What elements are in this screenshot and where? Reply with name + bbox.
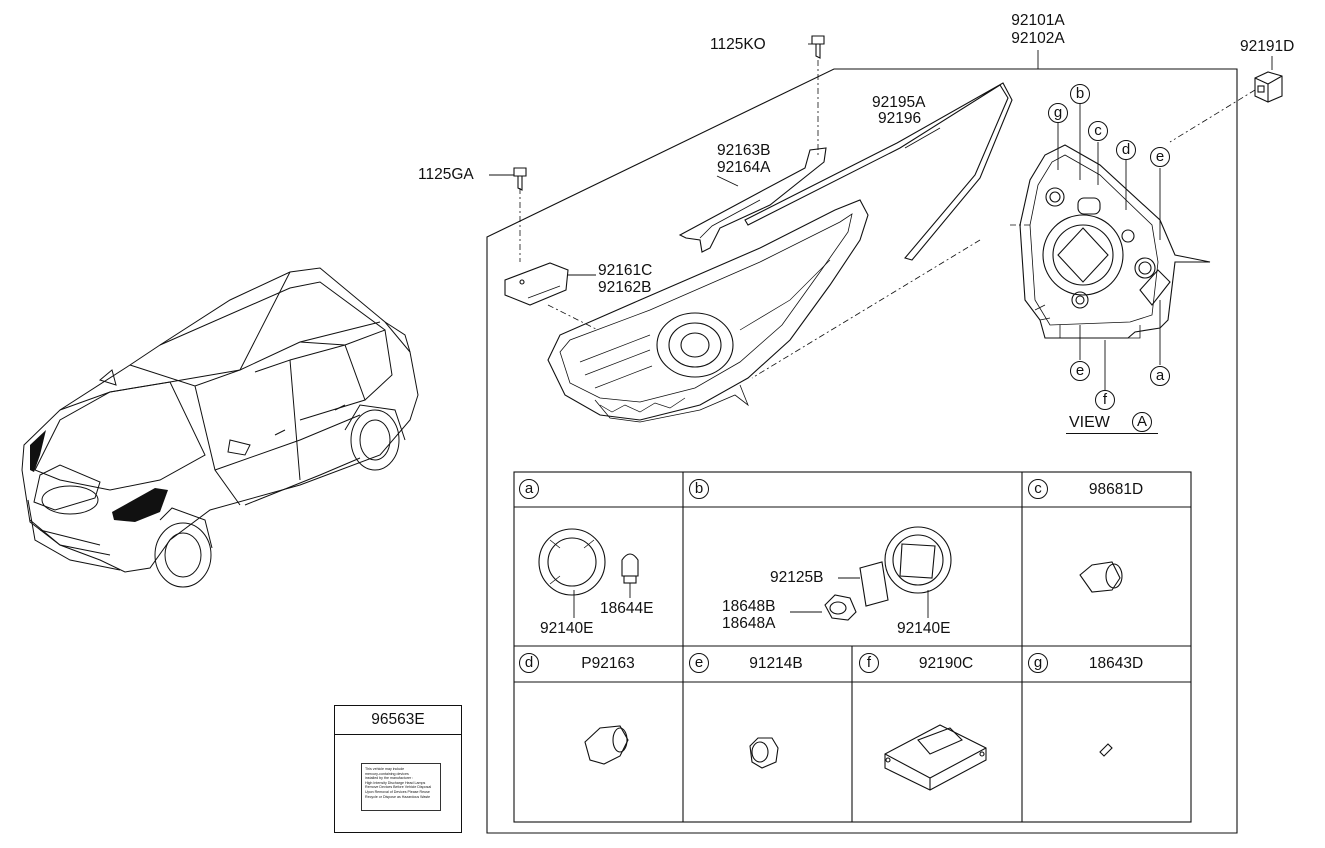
lower-bracket xyxy=(504,262,569,306)
table-part-f: 92190C xyxy=(918,655,974,672)
label-card-96563E: 96563E This vehicle may include mercury-… xyxy=(334,705,462,833)
label-92191D: 92191D xyxy=(1240,38,1295,55)
bolt-left-icon xyxy=(513,167,527,191)
callout-view-e-top: e xyxy=(1150,147,1170,167)
label-b-18648A: 18648A xyxy=(722,615,776,632)
label-92101A: 92101A xyxy=(1011,12,1065,29)
callout-view-g: g xyxy=(1048,103,1068,123)
socket-P92163-icon xyxy=(584,725,629,765)
sticker-line: Recycle or Dispose as Hazardous Waste xyxy=(365,794,431,799)
table-callout-c: c xyxy=(1028,479,1048,499)
label-1125KO: 1125KO xyxy=(710,36,766,53)
table-callout-a: a xyxy=(519,479,539,499)
label-92161C: 92161C xyxy=(598,262,653,279)
bulb-18643D-icon xyxy=(1099,743,1113,757)
upper-bracket xyxy=(678,147,827,253)
sticker-line: Upon Removal of Devices Please Reuse xyxy=(365,789,430,794)
leader-lines xyxy=(489,43,1273,618)
sticker-line: installed by the manufacturer : xyxy=(365,776,414,781)
callout-view-f: f xyxy=(1095,390,1115,410)
table-part-e: 91214B xyxy=(749,655,803,672)
label-92196: 92196 xyxy=(878,110,922,127)
warning-sticker: This vehicle may include mercury-contain… xyxy=(361,763,441,811)
bolt-top-icon xyxy=(811,35,825,59)
sticker-line: This vehicle may include xyxy=(365,767,405,771)
vehicle-highlight-right-lamp xyxy=(112,488,168,522)
label-b-18648B: 18648B xyxy=(722,598,776,615)
label-92195A: 92195A xyxy=(872,94,926,111)
callout-view-e-bottom: e xyxy=(1070,361,1090,381)
table-callout-b: b xyxy=(689,479,709,499)
shield-92125B-icon xyxy=(859,561,889,607)
dash-lines xyxy=(519,60,1256,379)
assembly-frame xyxy=(486,68,1238,834)
callout-view-c: c xyxy=(1088,121,1108,141)
label-92163B: 92163B xyxy=(717,142,771,159)
socket-98681D-icon xyxy=(1079,561,1123,593)
callout-view-a: a xyxy=(1150,366,1170,386)
label-1125GA: 1125GA xyxy=(418,166,474,183)
table-part-g: 18643D xyxy=(1088,655,1144,672)
label-a-92140E: 92140E xyxy=(540,620,594,637)
callout-view-b: b xyxy=(1070,84,1090,104)
table-part-d: P92163 xyxy=(581,655,635,672)
view-a-title: VIEW xyxy=(1069,414,1110,431)
view-a-underline xyxy=(1066,433,1158,434)
vehicle-illustration xyxy=(21,267,419,588)
parts-table-grid xyxy=(513,471,1192,823)
label-card-part: 96563E xyxy=(335,706,461,735)
label-b-92125B: 92125B xyxy=(770,569,824,586)
label-a-18644E: 18644E xyxy=(600,600,654,617)
seal-strip xyxy=(744,82,1013,261)
sticker-line: Remove Devices Before Vehicle Disposal xyxy=(365,785,432,790)
vehicle-highlight-left-lamp xyxy=(30,430,46,472)
label-92164A: 92164A xyxy=(717,159,771,176)
label-92162B: 92162B xyxy=(598,279,652,296)
table-callout-f: f xyxy=(859,653,879,673)
table-part-c: 98681D xyxy=(1088,481,1144,498)
sticker-line: mercury-containing devices xyxy=(365,771,409,776)
ballast-92190C-icon xyxy=(884,724,987,791)
headlamp-rear-view xyxy=(1019,144,1211,339)
bulb-18648-icon xyxy=(824,594,857,621)
table-callout-d: d xyxy=(519,653,539,673)
connector-icon xyxy=(1254,71,1283,103)
headlamp-assembly xyxy=(547,199,869,423)
callout-view-d: d xyxy=(1116,140,1136,160)
label-92102A: 92102A xyxy=(1011,30,1065,47)
ring-92140E-icon xyxy=(538,528,606,596)
bulb-18644E-icon xyxy=(621,553,639,584)
table-callout-e: e xyxy=(689,653,709,673)
ring-b-92140E-icon xyxy=(884,526,952,594)
sticker-line: High Intensity Discharge Head Lamps xyxy=(365,780,426,785)
view-a-marker: A xyxy=(1132,412,1152,432)
table-callout-g: g xyxy=(1028,653,1048,673)
cap-91214B-icon xyxy=(749,737,779,769)
label-b-92140E: 92140E xyxy=(897,620,951,637)
